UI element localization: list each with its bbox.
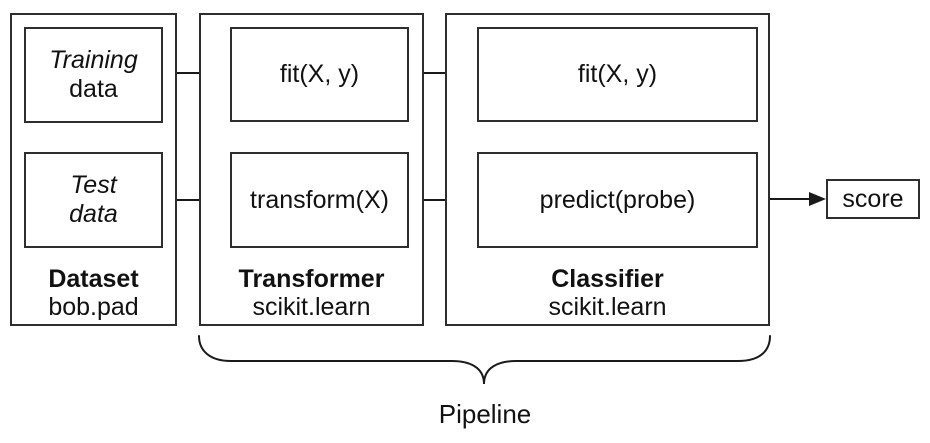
dataset-title: Dataset	[48, 265, 139, 293]
arrowhead-right-icon	[809, 192, 826, 206]
classifier-label: Classifier scikit.learn	[447, 265, 768, 321]
transformer-fit-label: fit(X, y)	[279, 60, 360, 88]
dataset-group-box: Training data Test data Dataset bob.pad	[10, 13, 177, 326]
classifier-fit-label: fit(X, y)	[577, 60, 658, 88]
dataset-subtitle: bob.pad	[48, 293, 139, 321]
dataset-label: Dataset bob.pad	[12, 265, 175, 321]
pipeline-caption: Pipeline	[438, 399, 532, 429]
transformer-label: Transformer scikit.learn	[201, 265, 422, 321]
classifier-predict-label: predict(probe)	[539, 185, 696, 214]
classifier-fit-box: fit(X, y)	[477, 27, 758, 122]
training-data-line1: Training	[49, 46, 138, 74]
transformer-title: Transformer	[238, 265, 385, 293]
training-data-line2: data	[69, 75, 118, 103]
score-label: score	[842, 184, 904, 213]
classifier-title: Classifier	[551, 265, 664, 293]
test-data-line1: Test	[70, 171, 117, 199]
transformer-fit-box: fit(X, y)	[230, 27, 409, 122]
classifier-predict-box: predict(probe)	[477, 152, 758, 248]
test-data-box: Test data	[24, 152, 163, 248]
test-data-line2: data	[69, 200, 118, 228]
training-data-box: Training data	[24, 27, 163, 123]
classifier-subtitle: scikit.learn	[548, 293, 667, 321]
transformer-transform-label: transform(X)	[250, 185, 389, 214]
classifier-group-box: fit(X, y) predict(probe) Classifier scik…	[445, 13, 770, 326]
score-box: score	[826, 179, 920, 219]
transformer-transform-box: transform(X)	[230, 152, 409, 248]
transformer-subtitle: scikit.learn	[252, 293, 371, 321]
pipeline-brace	[198, 335, 771, 385]
transformer-group-box: fit(X, y) transform(X) Transformer sciki…	[199, 13, 424, 326]
